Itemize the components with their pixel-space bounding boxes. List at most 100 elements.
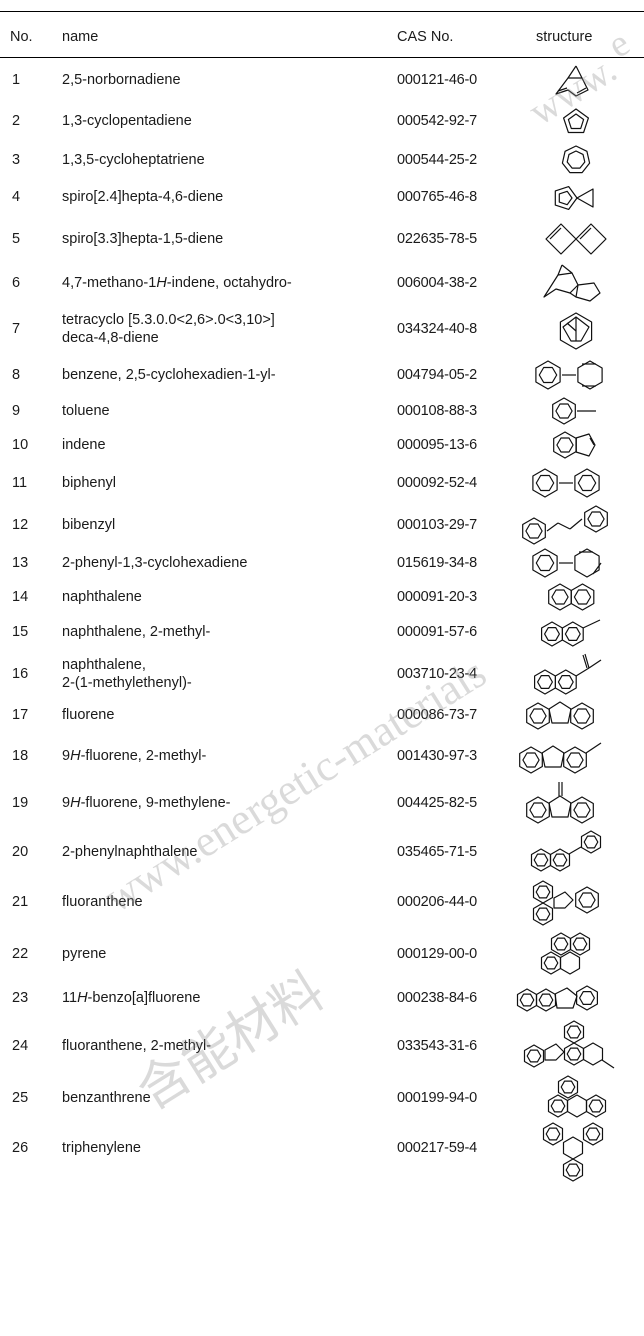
cas-number: 003710-23-4: [397, 665, 478, 682]
tetracyclo-decadiene-structure-icon: [510, 302, 642, 355]
row-number: 5: [12, 230, 21, 247]
cas-number: 000206-44-0: [397, 894, 478, 910]
compound-name: indene: [62, 436, 106, 453]
table-row: 5 spiro[3.3]hepta-1,5-diene 022635-78-5: [0, 214, 644, 263]
row-number: 4: [12, 188, 21, 205]
row-number: 10: [12, 436, 29, 453]
row-number: 22: [12, 946, 29, 962]
cas-number: 000765-46-8: [397, 188, 478, 205]
cyclopentadiene-structure-icon: [510, 102, 642, 140]
isopropenylnaphthalene-structure-icon: [510, 650, 642, 697]
table-row: 10 indene 000095-13-6: [0, 427, 644, 462]
row-number: 14: [12, 589, 29, 605]
cycloheptatriene-structure-icon: [510, 140, 642, 179]
compound-name: 11H-benzo[a]fluorene: [62, 979, 394, 1017]
name-part: 9: [62, 795, 71, 811]
phenylnaphthalene-structure-icon: [510, 828, 642, 875]
compound-name: naphthalene, 2-methyl-: [62, 624, 211, 640]
bibenzyl-structure-icon: [510, 503, 642, 546]
fluoranthene-structure-icon: [510, 875, 642, 929]
name-line-1: tetracyclo [5.3.0.0<2,6>.0<3,10>]: [62, 311, 275, 328]
pyrene-structure-icon: [510, 929, 642, 979]
compound-name: fluoranthene, 2-methyl-: [62, 1037, 212, 1054]
compound-name: naphthalene: [62, 589, 142, 605]
compound-name: biphenyl: [62, 474, 117, 491]
row-number: 15: [12, 624, 29, 640]
table-row: 15 naphthalene, 2-methyl- 000091-57-6: [0, 614, 644, 650]
naphthalene-structure-icon: [510, 580, 642, 614]
compound-name: fluorene: [62, 707, 115, 723]
benzofluorene-structure-icon: [510, 979, 642, 1017]
table-row: 24 fluoranthene, 2-methyl- 033543-31-6: [0, 1017, 644, 1074]
cas-number: 000103-29-7: [397, 516, 478, 533]
cas-number: 004425-82-5: [397, 795, 478, 811]
spiro-hepta-4-6-diene-structure-icon: [510, 179, 642, 214]
table-top-rule: [0, 11, 644, 12]
phenyl-cyclohexadiene-structure-icon: [510, 355, 642, 394]
name-part: 4,7-methano-1: [62, 274, 157, 291]
row-number: 3: [12, 151, 21, 168]
cas-number: 000129-00-0: [397, 946, 478, 962]
table-header-rule: [0, 57, 644, 58]
compound-name: 2,5-norbornadiene: [62, 72, 181, 88]
compound-name: benzene, 2,5-cyclohexadien-1-yl-: [62, 366, 276, 383]
benzanthrene-structure-icon: [510, 1074, 642, 1122]
row-number: 2: [12, 113, 21, 129]
toluene-structure-icon: [510, 394, 642, 427]
cas-number: 000544-25-2: [397, 151, 478, 168]
italic-prefix: H: [77, 990, 88, 1006]
cas-number: 000217-59-4: [397, 1140, 478, 1156]
name-line-2: deca-4,8-diene: [62, 329, 159, 346]
cas-number: 001430-97-3: [397, 747, 478, 764]
table-row: 22 pyrene 000129-00-0: [0, 929, 644, 979]
name-part: -fluorene, 2-methyl-: [80, 747, 207, 764]
cas-number: 033543-31-6: [397, 1037, 478, 1054]
cas-number: 000091-57-6: [397, 624, 478, 640]
compound-name: bibenzyl: [62, 516, 116, 533]
header-name: name: [62, 29, 99, 45]
header-cas: CAS No.: [397, 29, 454, 45]
italic-prefix: H: [70, 795, 81, 811]
cas-number: 000095-13-6: [397, 436, 478, 453]
italic-prefix: H: [156, 274, 167, 291]
compound-name: 2-phenylnaphthalene: [62, 843, 198, 860]
row-number: 16: [12, 665, 29, 682]
triphenylene-structure-icon: [510, 1122, 642, 1182]
row-number: 26: [12, 1140, 29, 1156]
table-row: 4 spiro[2.4]hepta-4,6-diene 000765-46-8: [0, 179, 644, 214]
methylenefluorene-structure-icon: [510, 778, 642, 828]
methylnaphthalene-structure-icon: [510, 614, 642, 650]
row-number: 11: [12, 474, 28, 491]
compound-name: pyrene: [62, 946, 107, 962]
cas-number: 000238-84-6: [397, 990, 478, 1006]
cas-number: 000121-46-0: [397, 72, 478, 88]
cas-number: 000086-73-7: [397, 707, 478, 723]
cas-number: 022635-78-5: [397, 230, 478, 247]
spiro-hepta-1-5-diene-structure-icon: [510, 214, 642, 263]
row-number: 24: [12, 1037, 29, 1054]
compound-name: triphenylene: [62, 1140, 141, 1156]
compound-name: 2-phenyl-1,3-cyclohexadiene: [62, 555, 248, 571]
biphenyl-structure-icon: [510, 462, 642, 503]
name-part: -benzo[a]fluorene: [87, 990, 201, 1006]
compound-name: 4,7-methano-1H-indene, octahydro-: [62, 263, 394, 302]
compound-name: spiro[3.3]hepta-1,5-diene: [62, 230, 224, 247]
name-part: -indene, octahydro-: [166, 274, 292, 291]
row-number: 13: [12, 555, 29, 571]
row-number: 18: [12, 747, 29, 764]
compound-name: spiro[2.4]hepta-4,6-diene: [62, 188, 224, 205]
compound-name: toluene: [62, 402, 110, 419]
compound-name: benzanthrene: [62, 1090, 151, 1106]
cas-number: 000108-88-3: [397, 402, 478, 419]
